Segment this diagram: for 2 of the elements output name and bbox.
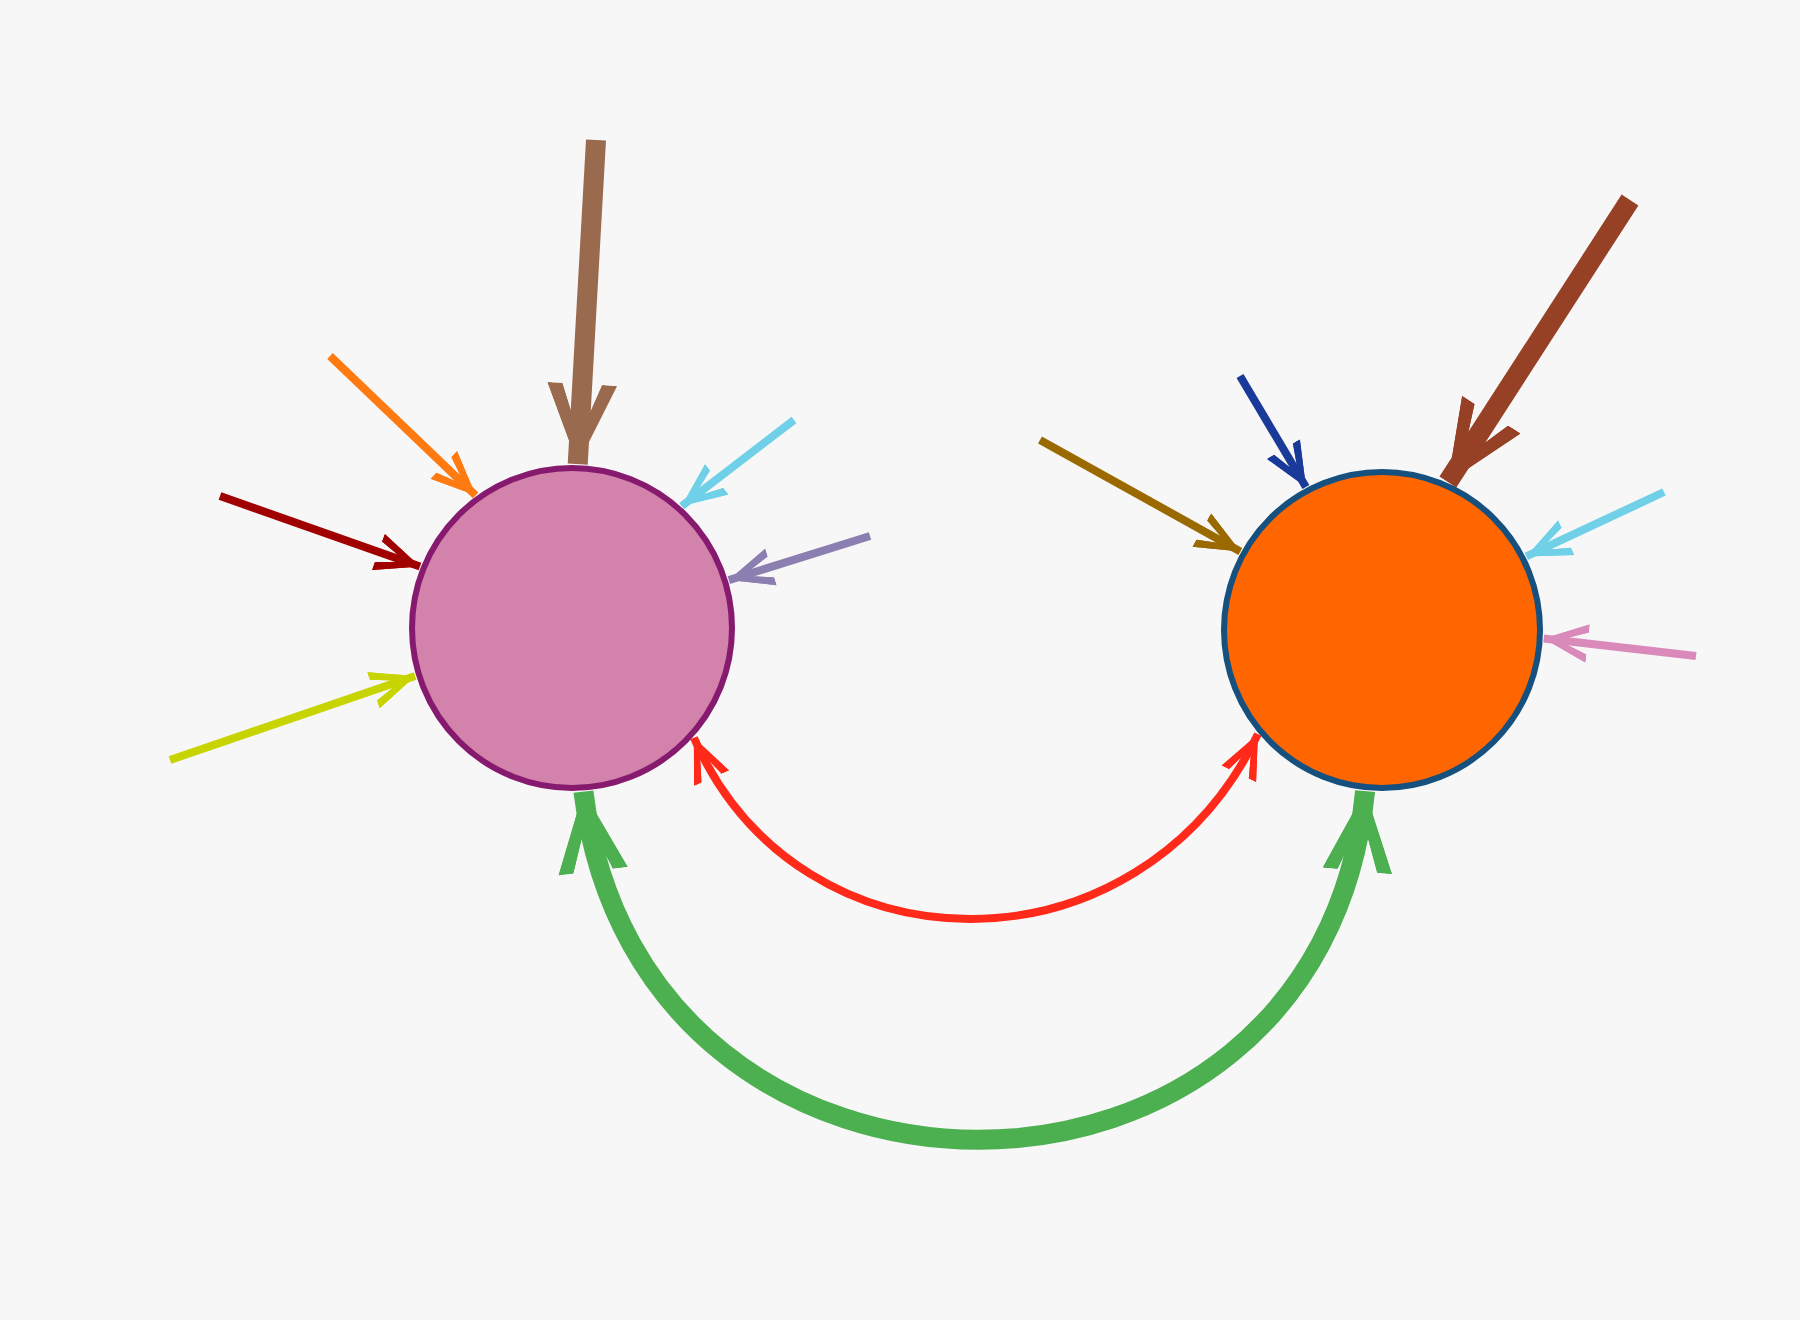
circle-node: [1220, 468, 1544, 792]
circle-node: [408, 464, 736, 792]
